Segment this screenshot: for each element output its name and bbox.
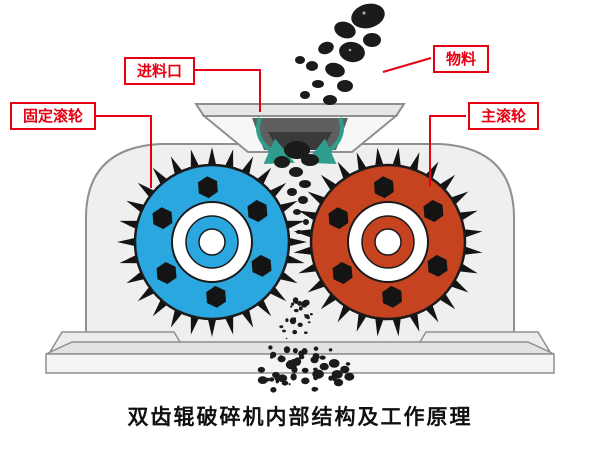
flow-arrows [256, 117, 344, 165]
callout-line-feed-inlet [193, 69, 261, 112]
crushed-output [257, 297, 355, 393]
right-roller-gear [293, 147, 483, 337]
label-fixed-roller: 固定滚轮 [10, 102, 97, 130]
callout-line-main-roller [429, 115, 466, 186]
callout-lines [96, 57, 466, 188]
label-feed-inlet: 进料口 [124, 57, 196, 85]
callout-line-material [382, 57, 432, 73]
label-material: 物料 [433, 45, 490, 73]
flow-arrow-left [256, 117, 295, 165]
hopper-rim [194, 103, 406, 117]
left-roller-gear [117, 147, 307, 337]
callout-line-fixed-roller [96, 115, 152, 188]
flow-arrow-right [305, 117, 344, 165]
crusher-rollers [117, 147, 483, 337]
label-main-roller: 主滚轮 [468, 102, 540, 130]
coal-material [274, 3, 385, 234]
machine-base [45, 331, 555, 374]
diagram-title: 双齿辊破碎机内部结构及工作原理 [127, 405, 473, 429]
